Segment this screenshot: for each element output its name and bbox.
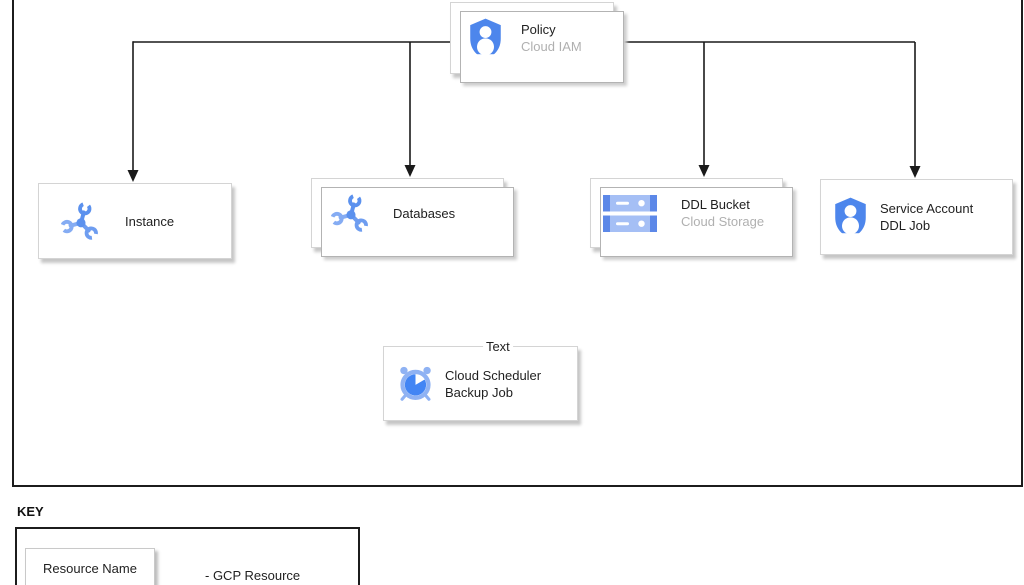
key-sample-resource-label: Resource Name: [43, 561, 137, 576]
node-title: Policy: [521, 22, 556, 37]
iam-shield-icon: [832, 196, 869, 239]
key-legend-text: - GCP Resource: [205, 568, 301, 583]
iam-shield-icon: [467, 17, 504, 60]
node-subtitle: Cloud Storage: [681, 214, 765, 229]
node-title: DDL Bucket: [681, 197, 750, 212]
key-heading: KEY: [17, 504, 44, 519]
node-service-account: Service Account DDL Job: [820, 179, 1013, 255]
node-policy: Policy Cloud IAM: [450, 2, 624, 83]
node-ddl-bucket: DDL Bucket Cloud Storage: [590, 178, 793, 257]
node-subtitle: Cloud IAM: [521, 39, 582, 54]
cloud-storage-icon: [603, 194, 657, 232]
node-title: Databases: [393, 205, 456, 221]
node-instance: Instance: [38, 183, 232, 259]
node-scheduler: Text Cloud Scheduler Backup Job: [383, 339, 578, 421]
node-title: Instance: [125, 213, 175, 229]
node-title-line2: Backup Job: [445, 384, 513, 400]
cloud-scheduler-icon: [397, 364, 434, 403]
node-top-label: Text: [482, 339, 513, 354]
key-sample-resource-box: Resource Name: [25, 548, 155, 585]
spanner-wrench-icon: [331, 191, 371, 235]
node-title-line1: Cloud Scheduler: [445, 367, 542, 383]
node-title-line1: Service Account: [880, 201, 974, 216]
node-title-line2: DDL Job: [880, 218, 931, 233]
node-databases: Databases: [311, 178, 514, 257]
spanner-wrench-icon: [61, 199, 101, 243]
diagram-frame: [12, 0, 1023, 487]
